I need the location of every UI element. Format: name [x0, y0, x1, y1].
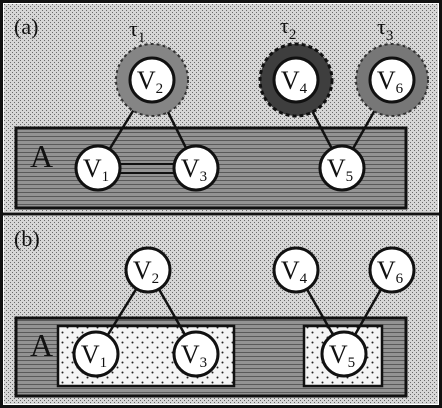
node-a-v3: V3: [172, 144, 220, 192]
svg-text:V3: V3: [181, 154, 207, 185]
node-a-v2: V2: [128, 56, 176, 104]
node-a-v1: V1: [74, 144, 122, 192]
panel-b-label: (b): [14, 226, 40, 251]
svg-text:V2: V2: [133, 256, 159, 287]
svg-text:V2: V2: [137, 66, 163, 97]
node-b-v1: V1: [72, 330, 120, 378]
node-b-v5: V5: [320, 330, 368, 378]
tau-3-label: τ3: [377, 14, 393, 44]
node-a-v5: V5: [318, 144, 366, 192]
node-b-v3: V3: [172, 330, 220, 378]
tau-1-label: τ1: [129, 16, 145, 46]
svg-text:V5: V5: [327, 154, 353, 185]
svg-text:V6: V6: [377, 256, 404, 287]
node-b-v4: V4: [272, 246, 320, 294]
svg-text:V1: V1: [83, 154, 109, 185]
svg-text:V4: V4: [281, 256, 308, 287]
svg-text:V1: V1: [81, 340, 107, 371]
tau-2-label: τ2: [280, 13, 296, 43]
set-b-label: A: [30, 327, 53, 363]
set-a-label: A: [30, 138, 53, 174]
svg-text:V3: V3: [181, 340, 207, 371]
svg-text:V6: V6: [377, 66, 404, 97]
svg-text:V4: V4: [281, 66, 308, 97]
panel-a-label: (a): [14, 14, 38, 39]
node-a-v6: V6: [368, 56, 416, 104]
svg-text:V5: V5: [329, 340, 355, 371]
node-b-v6: V6: [368, 246, 416, 294]
node-b-v2: V2: [124, 246, 172, 294]
node-a-v4: V4: [272, 56, 320, 104]
